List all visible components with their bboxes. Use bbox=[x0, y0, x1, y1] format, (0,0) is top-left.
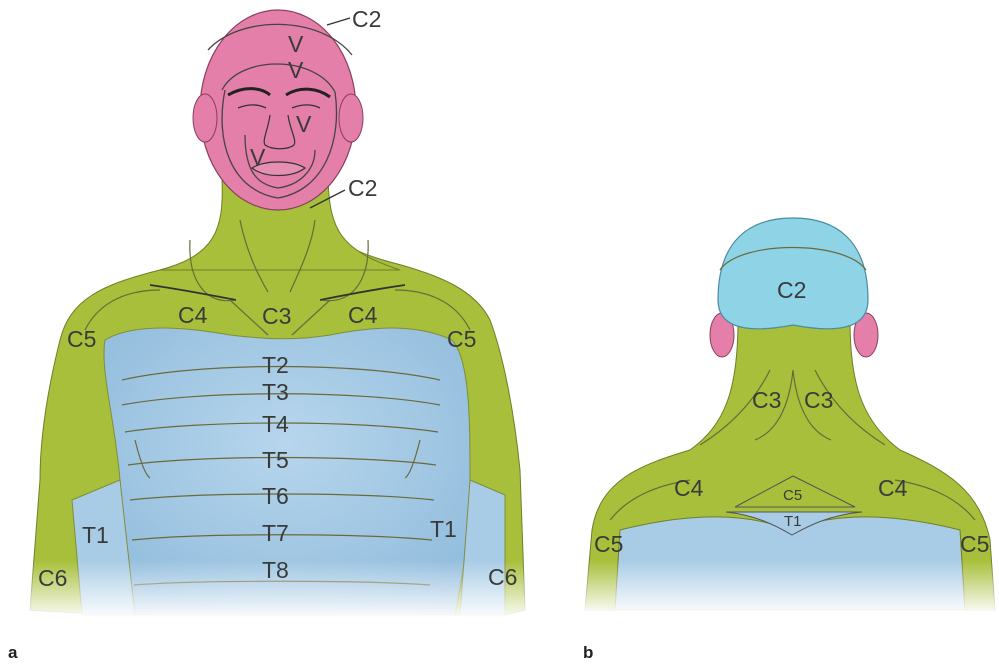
back-label-c5-center: C5 bbox=[783, 487, 802, 504]
label-v4: V bbox=[250, 144, 266, 170]
back-label-c4-left: C4 bbox=[674, 475, 704, 501]
back-label-c4-right: C4 bbox=[878, 475, 908, 501]
label-c2-neck: C2 bbox=[348, 175, 377, 201]
label-c4-right: C4 bbox=[348, 302, 378, 328]
back-label-c5-left: C5 bbox=[594, 531, 623, 557]
front-ear-left bbox=[193, 94, 217, 142]
label-c3: C3 bbox=[262, 303, 291, 329]
label-v3: V bbox=[296, 111, 312, 137]
label-c6-right: C6 bbox=[488, 564, 517, 590]
back-head bbox=[718, 218, 868, 329]
label-c5-left: C5 bbox=[67, 326, 96, 352]
label-v2: V bbox=[288, 57, 304, 83]
label-c4-left: C4 bbox=[178, 302, 208, 328]
front-ear-right bbox=[339, 94, 363, 142]
label-v1: V bbox=[288, 31, 304, 57]
label-c6-left: C6 bbox=[38, 565, 67, 591]
label-t1-left: T1 bbox=[82, 522, 109, 548]
label-c5-right: C5 bbox=[447, 326, 476, 352]
back-view: C2 C3 C3 C4 C4 C5 T1 C5 C5 b bbox=[580, 218, 999, 662]
label-t5: T5 bbox=[262, 447, 289, 473]
label-t7: T7 bbox=[262, 520, 289, 546]
label-t3: T3 bbox=[262, 379, 289, 405]
label-t8: T8 bbox=[262, 557, 289, 583]
label-t4: T4 bbox=[262, 411, 289, 437]
back-label-c2: C2 bbox=[777, 277, 806, 303]
front-head bbox=[200, 10, 356, 210]
back-label-t1: T1 bbox=[784, 513, 802, 530]
front-view: C2 V V V V C2 C4 C3 C4 C5 C5 T2 T3 T4 T5… bbox=[8, 6, 540, 662]
label-t2: T2 bbox=[262, 352, 289, 378]
back-label-c3-left: C3 bbox=[752, 387, 781, 413]
label-t6: T6 bbox=[262, 483, 289, 509]
back-label-c3-right: C3 bbox=[804, 387, 833, 413]
back-label-c5-right: C5 bbox=[960, 531, 989, 557]
panel-tag-a: a bbox=[8, 643, 18, 662]
label-t1-right: T1 bbox=[430, 516, 457, 542]
label-c2-top: C2 bbox=[352, 6, 381, 32]
panel-tag-b: b bbox=[583, 643, 593, 662]
